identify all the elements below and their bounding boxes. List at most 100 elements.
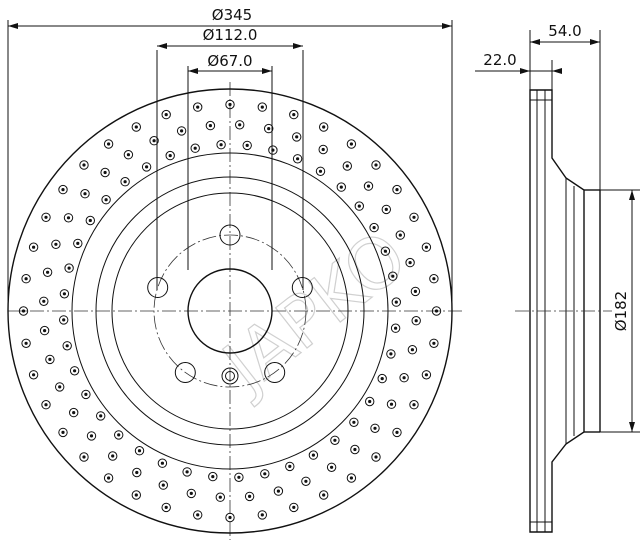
drill-hole-center	[384, 207, 388, 211]
drill-hole-center	[398, 233, 402, 237]
drill-hole	[371, 452, 381, 462]
drill-hole	[176, 126, 187, 136]
drill-hole-center	[322, 125, 326, 129]
drill-hole	[354, 201, 364, 211]
drill-hole	[363, 181, 374, 191]
side-view	[515, 89, 612, 533]
drill-hole-center	[76, 241, 80, 245]
drill-hole	[28, 242, 39, 252]
drill-hole-center	[432, 277, 436, 281]
drill-hole-center	[180, 129, 184, 133]
drill-hole	[407, 345, 418, 355]
drill-hole-center	[82, 455, 86, 459]
drill-hole-center	[414, 319, 418, 323]
drill-hole	[64, 263, 74, 273]
drill-hole-center	[245, 143, 249, 147]
drill-hole-center	[228, 102, 232, 107]
drill-hole	[39, 296, 49, 306]
drill-hole-center	[263, 472, 267, 476]
drill-hole	[308, 450, 319, 460]
drill-hole	[69, 407, 79, 418]
drill-hole	[395, 230, 405, 240]
drill-hole	[86, 431, 97, 441]
drill-hole	[132, 467, 142, 478]
drill-hole	[411, 316, 421, 326]
drill-hole	[216, 140, 226, 150]
drill-hole-center	[107, 142, 111, 146]
drill-hole-center	[99, 414, 103, 418]
drill-hole-center	[82, 163, 86, 167]
arrow-hat-bottom	[629, 422, 635, 432]
drill-hole-center	[193, 146, 197, 150]
drill-hole-center	[353, 447, 357, 452]
drill-hole-center	[408, 261, 412, 265]
drill-hole-center	[357, 204, 361, 208]
drill-hole	[326, 462, 337, 472]
arrow-height-right	[590, 39, 600, 45]
bolt-hole	[219, 224, 241, 246]
total-height-label: 54.0	[548, 22, 581, 40]
friction-ring-inner-edge	[71, 152, 389, 470]
drill-hole	[182, 467, 192, 477]
drill-hole-center	[44, 215, 48, 219]
drill-hole	[193, 102, 203, 112]
drill-hole-center	[134, 125, 138, 129]
bolt-hole	[147, 277, 169, 298]
drill-hole	[244, 491, 255, 502]
drill-hole	[149, 136, 159, 146]
drill-hole	[51, 239, 61, 250]
drill-hole-center	[24, 277, 28, 281]
drill-hole-center	[126, 153, 130, 157]
arrow-bore-right	[262, 68, 272, 74]
bolt-hole	[264, 362, 286, 383]
drill-hole-center	[413, 289, 417, 293]
drill-hole	[73, 238, 83, 249]
drill-hole-center	[322, 493, 326, 497]
drill-hole	[62, 341, 72, 351]
hat-diameter-label: Ø182	[612, 291, 630, 331]
drill-hole	[120, 177, 130, 187]
drill-hole	[101, 195, 111, 205]
arrow-left	[8, 23, 18, 29]
drill-hole	[114, 430, 124, 440]
watermark-text: JAPKO	[205, 215, 422, 409]
drill-hole-center	[373, 426, 377, 430]
drill-hole	[63, 213, 74, 223]
drill-hole	[39, 325, 50, 336]
drill-hole-center	[372, 226, 376, 230]
drill-hole-center	[107, 476, 111, 480]
drill-hole-center	[304, 479, 308, 483]
drill-hole-center	[161, 483, 165, 487]
drill-hole	[242, 140, 252, 151]
drill-hole	[386, 349, 396, 359]
hat-inner-edge	[111, 192, 349, 430]
drill-hole-center	[89, 434, 94, 438]
outer-diameter-label: Ø345	[212, 6, 252, 24]
drill-hole-center	[349, 476, 353, 480]
drill-hole-center	[349, 142, 353, 146]
drill-hole-center	[61, 430, 65, 434]
drill-hole	[225, 512, 235, 523]
drill-hole	[96, 411, 106, 421]
drill-hole-center	[368, 399, 372, 404]
drill-hole	[392, 184, 402, 195]
drill-hole	[409, 400, 419, 410]
drill-hole	[18, 306, 29, 316]
drill-hole	[58, 427, 68, 438]
drill-hole	[215, 492, 226, 502]
drill-hole-center	[123, 180, 127, 184]
bolt-holes	[147, 224, 313, 383]
locating-hole-inner	[225, 371, 235, 381]
hat-outer-edge	[95, 176, 365, 446]
drill-hole-center	[73, 369, 77, 373]
arrow-thickness-left	[520, 68, 530, 74]
drill-hole-center	[31, 245, 36, 249]
drill-hole-center	[62, 292, 66, 296]
drill-hole-center	[288, 464, 292, 468]
dimension-hat-diameter: Ø182	[600, 189, 640, 433]
drill-hole-center	[58, 385, 62, 389]
bolt-hole	[174, 362, 196, 383]
bolt-hole	[291, 277, 313, 298]
front-view	[7, 82, 462, 540]
